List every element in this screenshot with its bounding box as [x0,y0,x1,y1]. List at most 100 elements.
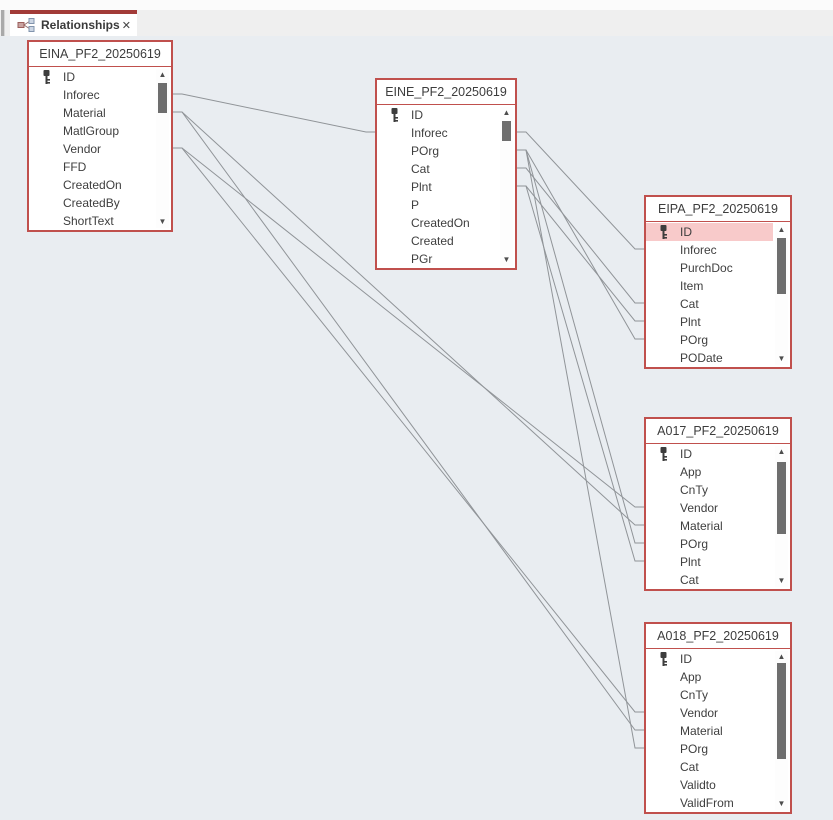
field-row-Plnt[interactable]: Plnt [646,553,773,571]
field-row-FFD[interactable]: FFD [29,158,154,176]
field-row-Cat[interactable]: Cat [646,295,773,313]
table-scrollbar[interactable]: ▲▼ [500,107,513,266]
field-row-PurchDoc[interactable]: PurchDoc [646,259,773,277]
field-row-PODate[interactable]: PODate [646,349,773,367]
field-row-Inforec[interactable]: Inforec [377,124,498,142]
field-row-POrg[interactable]: POrg [377,142,498,160]
field-row-Material[interactable]: Material [646,722,773,740]
field-row-Cat[interactable]: Cat [646,571,773,589]
field-row-Inforec[interactable]: Inforec [646,241,773,259]
scrollbar-thumb[interactable] [158,83,167,113]
field-row-Cat[interactable]: Cat [377,160,498,178]
field-row-Material[interactable]: Material [29,104,154,122]
scrollbar-thumb[interactable] [502,121,511,141]
table-title[interactable]: EINE_PF2_20250619 [377,80,515,105]
field-name: Cat [680,297,699,311]
field-row-CnTy[interactable]: CnTy [646,686,773,704]
scrollbar-track[interactable] [775,236,788,353]
table-scrollbar[interactable]: ▲▼ [775,446,788,587]
field-row-CreatedOn[interactable]: CreatedOn [377,214,498,232]
scrollbar-thumb[interactable] [777,238,786,294]
field-row-MatlGroup[interactable]: MatlGroup [29,122,154,140]
relationship-line-EINE_PF2_20250619-Inforec-to-EIPA_PF2_20250619-Inforec[interactable] [517,131,644,250]
field-row-CreatedOn[interactable]: CreatedOn [29,176,154,194]
field-name: Inforec [63,88,100,102]
field-row-ID[interactable]: ID [646,650,773,668]
relationship-line-EINA_PF2_20250619-Vendor-to-A018_PF2_20250619-Vendor[interactable] [173,147,644,713]
relationship-line-EINE_PF2_20250619-Cat-to-EIPA_PF2_20250619-Cat[interactable] [517,167,644,304]
scrollbar-track[interactable] [500,119,513,254]
field-row-ValidFrom[interactable]: ValidFrom [646,794,773,812]
field-row-CreatedBy[interactable]: CreatedBy [29,194,154,212]
scrollbar-track[interactable] [775,663,788,798]
field-row-Plnt[interactable]: Plnt [646,313,773,331]
field-row-P[interactable]: P [377,196,498,214]
scrollbar-thumb[interactable] [777,462,786,534]
relationship-line-EINA_PF2_20250619-Inforec-to-EINE_PF2_20250619-Inforec[interactable] [173,93,375,133]
relationship-line-EINE_PF2_20250619-POrg-to-EIPA_PF2_20250619-POrg[interactable] [517,149,644,340]
field-row-Material[interactable]: Material [646,517,773,535]
field-name: Plnt [411,180,432,194]
scroll-up-icon[interactable]: ▲ [158,70,167,79]
scroll-up-icon[interactable]: ▲ [777,447,786,456]
scroll-down-icon[interactable]: ▼ [158,217,167,226]
field-row-App[interactable]: App [646,463,773,481]
field-row-ID[interactable]: ID [29,68,154,86]
table-title[interactable]: A017_PF2_20250619 [646,419,790,444]
field-row-Item[interactable]: Item [646,277,773,295]
field-row-Inforec[interactable]: Inforec [29,86,154,104]
table-scrollbar[interactable]: ▲▼ [775,651,788,810]
table-title[interactable]: A018_PF2_20250619 [646,624,790,649]
scroll-down-icon[interactable]: ▼ [777,354,786,363]
scroll-up-icon[interactable]: ▲ [777,225,786,234]
field-row-ID[interactable]: ID [377,106,498,124]
tab-relationships[interactable]: Relationships ✕ [10,10,137,36]
field-row-ShortText[interactable]: ShortText [29,212,154,230]
field-name: PurchDoc [680,261,733,275]
table-title[interactable]: EINA_PF2_20250619 [29,42,171,67]
field-row-Vendor[interactable]: Vendor [29,140,154,158]
field-row-Validto[interactable]: Validto [646,776,773,794]
field-row-Cat[interactable]: Cat [646,758,773,776]
relationship-line-EINE_PF2_20250619-POrg-to-A017_PF2_20250619-POrg[interactable] [517,149,644,544]
table-scrollbar[interactable]: ▲▼ [775,224,788,365]
field-row-Created[interactable]: Created [377,232,498,250]
field-row-POrg[interactable]: POrg [646,331,773,349]
field-row-POrg[interactable]: POrg [646,535,773,553]
close-icon[interactable]: ✕ [121,19,131,32]
field-row-App[interactable]: App [646,668,773,686]
field-row-ID[interactable]: ID [646,445,773,463]
field-row-PGr[interactable]: PGr [377,250,498,268]
scrollbar-track[interactable] [775,458,788,575]
table-scrollbar[interactable]: ▲▼ [156,69,169,228]
field-row-ID[interactable]: ID [646,223,773,241]
scroll-up-icon[interactable]: ▲ [777,652,786,661]
scroll-down-icon[interactable]: ▼ [777,576,786,585]
field-row-POrg[interactable]: POrg [646,740,773,758]
field-name: CreatedOn [63,178,122,192]
table-title[interactable]: EIPA_PF2_20250619 [646,197,790,222]
primary-key-icon [659,447,668,464]
field-row-Vendor[interactable]: Vendor [646,704,773,722]
field-row-Vendor[interactable]: Vendor [646,499,773,517]
relationship-line-EINE_PF2_20250619-Plnt-to-A017_PF2_20250619-Plnt[interactable] [517,185,644,562]
scrollbar-thumb[interactable] [777,663,786,759]
field-name: CnTy [680,688,709,702]
relationship-line-EINE_PF2_20250619-POrg-to-A018_PF2_20250619-POrg[interactable] [517,149,644,749]
scrollbar-track[interactable] [156,81,169,216]
scroll-down-icon[interactable]: ▼ [777,799,786,808]
field-row-Plnt[interactable]: Plnt [377,178,498,196]
field-row-CnTy[interactable]: CnTy [646,481,773,499]
scroll-up-icon[interactable]: ▲ [502,108,511,117]
scroll-down-icon[interactable]: ▼ [502,255,511,264]
relationship-line-EINA_PF2_20250619-Material-to-A018_PF2_20250619-Material[interactable] [173,111,644,731]
